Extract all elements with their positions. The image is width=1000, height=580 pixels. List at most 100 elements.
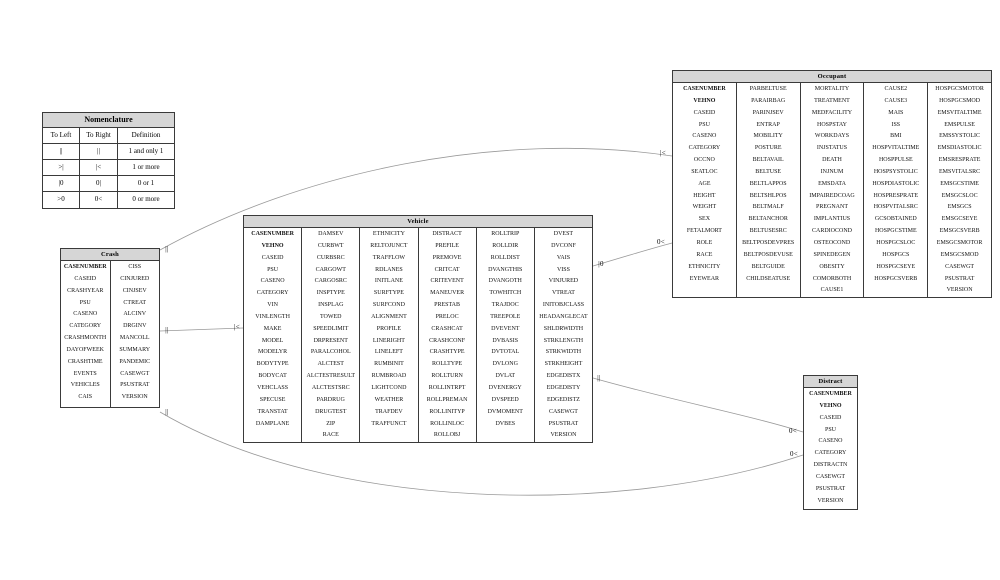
field-injstatus: INJSTATUS <box>816 145 848 152</box>
field-edgedistx: EDGEDISTX <box>546 373 581 380</box>
field-mancoll: MANCOLL <box>119 335 150 342</box>
field-cargosrc: CARGOSRC <box>314 278 347 285</box>
field-bodytype: BODYTYPE <box>256 361 289 368</box>
field-weight: WEIGHT <box>692 204 717 211</box>
field-hospgcsverb: HOSPGCSVERB <box>874 275 918 282</box>
field-viss: VISS <box>556 266 570 273</box>
nomenclature-cell: 1 and only 1 <box>118 144 174 160</box>
field-psu: PSU <box>79 299 91 306</box>
field-version: VERSION <box>550 432 577 439</box>
field-race: RACE <box>322 432 339 439</box>
entity-distract-title: Distract <box>804 376 857 388</box>
field-rolldir: ROLLDIR <box>492 242 519 249</box>
field-version: VERSION <box>121 394 148 401</box>
field-dvenergy: DVENERGY <box>488 384 522 391</box>
field-cause2: CAUSE2 <box>884 86 908 92</box>
field-beltguide: BELTGUIDE <box>751 263 785 270</box>
field-emsgcsverb: EMSGCSVERB <box>939 228 980 235</box>
field-pandemic: PANDEMIC <box>119 358 151 365</box>
nomenclature-cell: >| <box>43 160 80 176</box>
field-alctestresult: ALCTESTRESULT <box>306 373 355 380</box>
field-vinjured: VINJURED <box>548 278 579 285</box>
vehicle-occupant-connector <box>592 242 673 267</box>
field-iss: ISS <box>891 121 901 128</box>
field-hospgcsloc: HOSPGCSLOC <box>876 239 916 246</box>
field-spinedegen: SPINEDEGEN <box>813 251 851 258</box>
cardinality-crash-occupant-crash-end: || <box>165 245 169 253</box>
field-psustrat: PSUSTRAT <box>120 382 150 389</box>
field-rolltype: ROLLTYPE <box>432 361 463 368</box>
field-age: AGE <box>698 180 711 187</box>
field-caseno: CASENO <box>260 278 285 285</box>
field-lineleft: LINELEFT <box>374 349 403 356</box>
field-psustrat: PSUSTRAT <box>815 485 846 492</box>
nomenclature-cell: 0| <box>80 176 118 192</box>
field-casenumber: CASENUMBER <box>251 231 294 237</box>
field-beltmalf: BELTMALF <box>752 204 784 211</box>
field-model: MODEL <box>261 337 284 344</box>
field-version: VERSION <box>817 497 844 504</box>
field-parairbag: PARAIRBAG <box>751 97 786 104</box>
field-shldrwidth: SHLDRWIDTH <box>543 325 584 332</box>
field-hospvitalsrc: HOSPVITALSRC <box>873 204 918 211</box>
field-towed: TOWED <box>319 313 342 320</box>
cardinality-crash-distract-crash-end: || <box>165 408 169 416</box>
field-childseatuse: CHILDSEATUSE <box>746 275 791 282</box>
field-comorboth: COMORBOTH <box>812 275 852 282</box>
field-obesity: OBESITY <box>819 263 845 270</box>
field-curbwt: CURBWT <box>317 242 344 249</box>
field-vehclass: VEHCLASS <box>257 384 289 391</box>
field-caseid: CASEID <box>261 254 284 261</box>
nomenclature-cell: >0 <box>43 192 80 208</box>
field-beltposdevpres: BELTPOSDEVPRES <box>742 239 795 246</box>
nomenclature-header-definition: Definition <box>118 128 174 144</box>
cardinality-crash-distract-distract-end: 0< <box>789 450 799 458</box>
nomenclature-cell: 0 or more <box>132 195 160 203</box>
field-maneuver: MANEUVER <box>430 290 465 297</box>
field-rollintrpt: ROLLINTRPT <box>428 384 466 391</box>
field-crashtime: CRASHTIME <box>67 358 103 365</box>
field-mais: MAIS <box>888 109 904 116</box>
field-posture: POSTURE <box>754 145 782 152</box>
field-casewgt: CASEWGT <box>945 263 975 270</box>
cardinality-vehicle-distract-distract-end: 0< <box>788 427 798 435</box>
field-vin: VIN <box>267 302 278 309</box>
field-prefile: PREFILE <box>435 242 459 249</box>
field-bodycat: BODYCAT <box>258 373 287 380</box>
field-crashcat: CRASHCAT <box>431 325 463 332</box>
field-rollturn: ROLLTURN <box>431 373 463 380</box>
field-damplane: DAMPLANE <box>255 420 290 427</box>
field-distract: DISTRACT <box>432 231 462 237</box>
field-critevent: CRITEVENT <box>430 278 464 285</box>
field-occno: OCCNO <box>693 157 715 164</box>
field-initobjclass: INITOBJCLASS <box>542 302 585 309</box>
field-drpresent: DRPRESENT <box>313 337 348 344</box>
field-emspulse: EMSPULSE <box>944 121 975 128</box>
field-parbeltuse: PARBELTUSE <box>749 86 787 92</box>
field-seatloc: SEATLOC <box>691 168 718 175</box>
cardinality-crash-vehicle-crash-end: || <box>165 326 169 334</box>
field-dvangoth: DVANGOTH <box>488 278 522 285</box>
field-dvest: DVEST <box>553 231 574 237</box>
field-make: MAKE <box>263 325 282 332</box>
field-vehno: VEHNO <box>819 402 842 409</box>
field-dvangthis: DVANGTHIS <box>488 266 523 273</box>
field-hospvitaltime: HOSPVITALTIME <box>872 145 920 152</box>
field-osteocond: OSTEOCOND <box>813 239 851 246</box>
field-damsev: DAMSEV <box>318 231 344 237</box>
field-category: CATEGORY <box>69 323 102 330</box>
cardinality-vehicle-distract-vehicle-end: || <box>597 374 601 382</box>
field-emssystolic: EMSSYSTOLIC <box>939 133 981 140</box>
field-casenumber: CASENUMBER <box>63 264 107 270</box>
field-lineright: LINERIGHT <box>372 337 405 344</box>
